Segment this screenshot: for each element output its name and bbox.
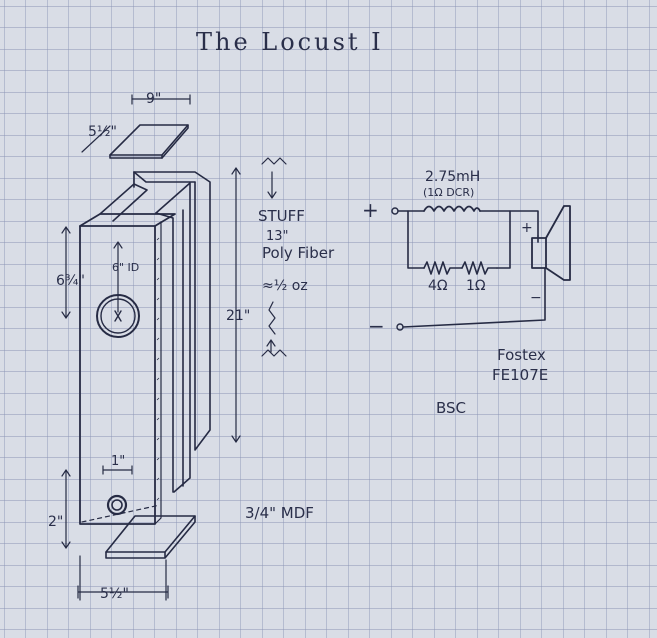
port-height-dimension <box>61 469 71 549</box>
lid-piece <box>81 94 191 159</box>
driver-minus-label: − <box>530 290 542 306</box>
driver-hole <box>96 241 140 338</box>
lid-depth-label: 5½" <box>88 124 117 140</box>
height-label: 21" <box>226 308 250 324</box>
resistor-1ohm-label: 1Ω <box>466 278 486 294</box>
base-width-label: 5½" <box>100 586 129 602</box>
port-height-label: 2" <box>48 514 63 530</box>
inductor-symbol <box>423 205 481 212</box>
base-piece <box>105 515 196 559</box>
driver-hole-label: 6" ID <box>112 261 139 274</box>
resistor-4ohm-symbol <box>423 261 463 275</box>
driver-name-line-1: Fostex <box>497 346 546 364</box>
circuit-wiring <box>391 207 546 331</box>
driver-height-label: 6¾" <box>56 273 85 289</box>
title: The Locust I <box>196 28 384 56</box>
stuffing-line-3: Poly Fiber <box>262 244 335 262</box>
speaker-driver-symbol <box>531 205 571 281</box>
driver-name-line-2: FE107E <box>492 366 548 384</box>
material-label: 3/4" MDF <box>245 504 314 522</box>
circuit-label: BSC <box>436 399 466 417</box>
height-dimension <box>231 167 241 443</box>
driver-height-dimension <box>61 226 71 319</box>
inductor-dcr-label: (1Ω DCR) <box>423 186 474 199</box>
stuffing-bracket <box>261 157 287 357</box>
base-width-dimension <box>77 555 169 601</box>
resistor-1ohm-symbol <box>461 261 498 275</box>
driver-plus-label: + <box>521 220 533 236</box>
resistor-4ohm-label: 4Ω <box>428 278 448 294</box>
stuffing-line-4: ≈½ oz <box>262 278 308 294</box>
stuffing-line-2: 13" <box>266 229 289 244</box>
stuffing-line-1: STUFF <box>258 207 305 225</box>
lid-width-label: 9" <box>146 91 161 107</box>
port <box>102 465 133 516</box>
circuit-plus-terminal: + <box>362 198 379 222</box>
inductor-value-label: 2.75mH <box>425 169 480 185</box>
port-size-label: 1" <box>111 454 125 469</box>
cabinet-back-panels <box>99 171 211 493</box>
circuit-minus-terminal: − <box>368 314 385 338</box>
